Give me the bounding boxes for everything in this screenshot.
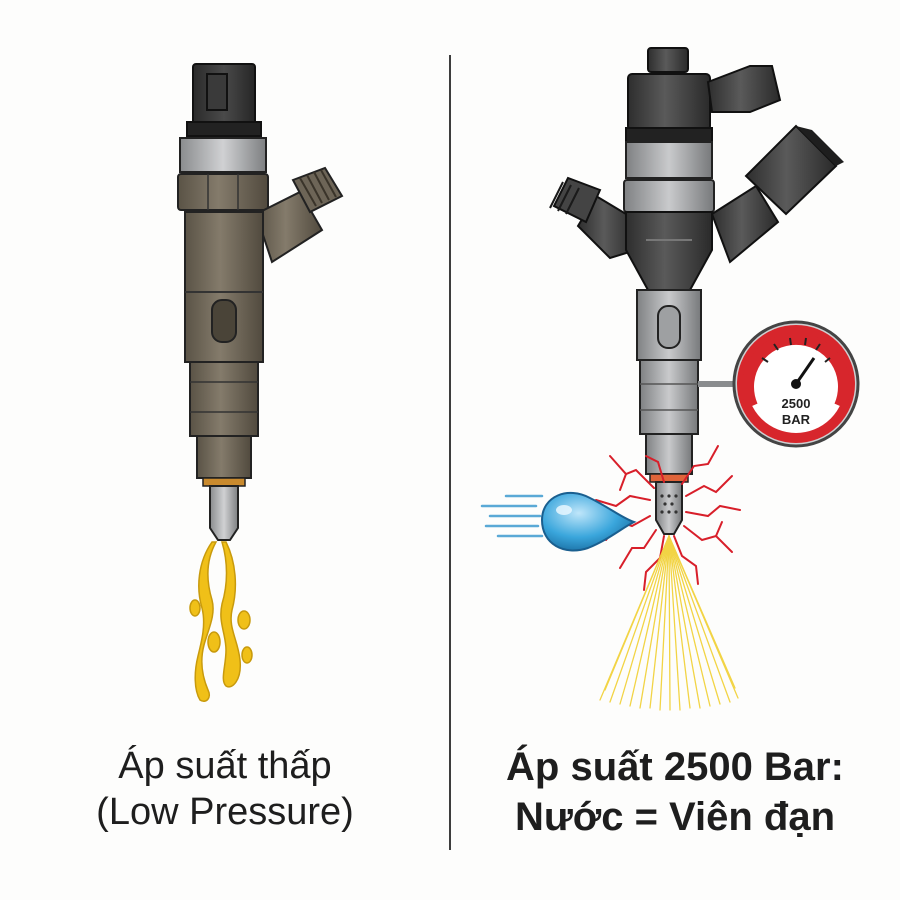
nozzle-holder (196, 435, 252, 479)
gauge-value-label: 2500 (782, 396, 811, 411)
gauge-unit-label: BAR (782, 412, 811, 427)
nozzle-tip (655, 481, 683, 535)
low-pressure-injector-illustration (177, 63, 344, 702)
connector-plug (186, 63, 262, 137)
high-pressure-caption-line1: Áp suất 2500 Bar: (506, 745, 844, 789)
injector-body (625, 211, 713, 291)
low-pressure-panel: Áp suất thấp (Low Pressure) (0, 63, 450, 835)
low-pressure-caption-line2: (Low Pressure) (96, 791, 354, 833)
hex-nut (177, 173, 269, 211)
panel-divider (449, 55, 451, 850)
high-pressure-panel: 2500 BAR (450, 0, 900, 900)
low-pressure-caption: Áp suất thấp (Low Pressure) (0, 743, 450, 835)
high-pressure-injector-illustration: 2500 BAR (480, 47, 860, 711)
high-pressure-caption: Áp suất 2500 Bar: Nước = Viên đạn (450, 742, 900, 842)
electrical-connector (706, 65, 782, 113)
atomized-spray (599, 535, 739, 711)
water-droplet (540, 492, 637, 552)
low-pressure-caption-line1: Áp suất thấp (118, 745, 332, 787)
injector-lower-body (189, 361, 259, 437)
fuel-inlet-port (254, 166, 344, 264)
silver-collar (625, 141, 713, 179)
hex-nut (623, 179, 715, 213)
motion-lines (480, 494, 544, 538)
fuel-inlet-port (549, 176, 638, 260)
return-line-connector (710, 124, 844, 264)
top-connector (627, 73, 711, 131)
silver-collar (179, 137, 267, 173)
nozzle-tip (209, 485, 239, 541)
nozzle-holder (645, 433, 693, 475)
high-pressure-caption-line2: Nước = Viên đạn (514, 795, 836, 839)
pressure-gauge: 2500 BAR (732, 320, 860, 448)
dripping-fuel (189, 541, 253, 702)
